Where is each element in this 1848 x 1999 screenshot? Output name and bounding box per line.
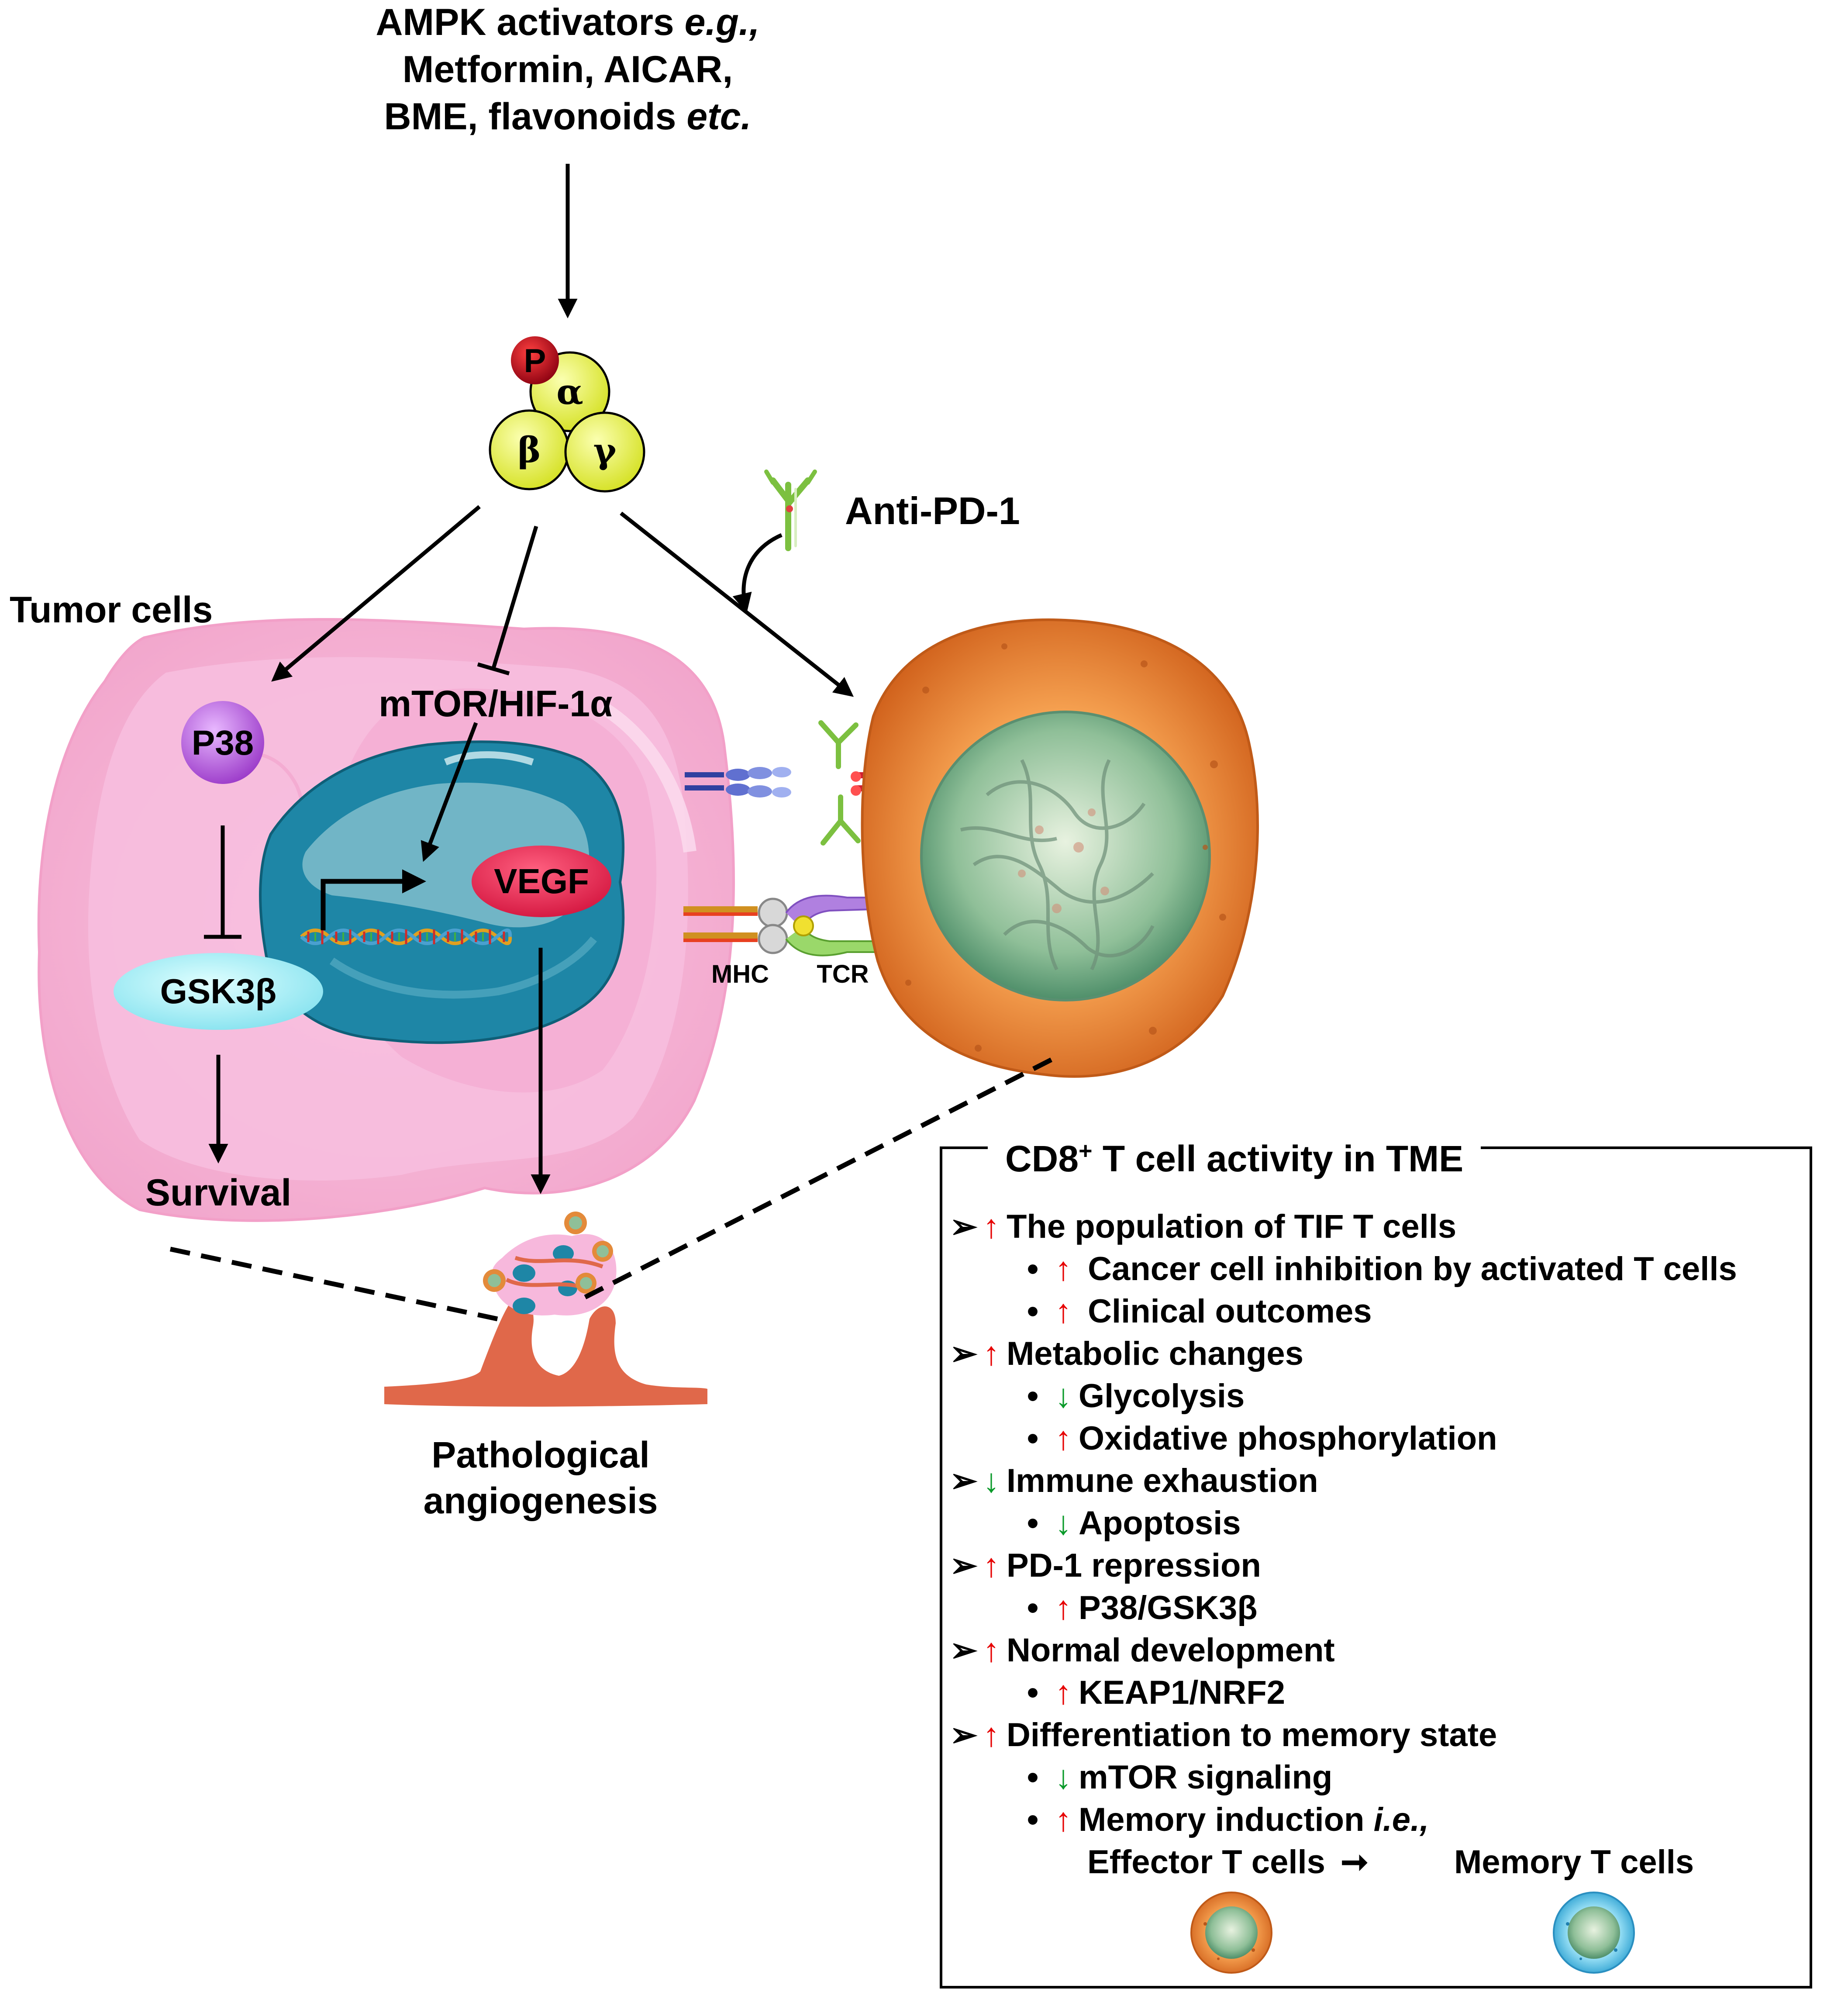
tme-item-3: •↑ Clinical outcomes (1017, 1291, 1372, 1332)
tme-item-5: •↓Glycolysis (1017, 1376, 1245, 1416)
memory-t-cell-icon (1553, 1892, 1635, 1974)
tme-item-10: •↑P38/GSK3β (1017, 1588, 1258, 1628)
mhc-label: MHC (711, 960, 769, 988)
arrow-mtor-to-vegf (421, 722, 478, 862)
alpha-label: α (556, 371, 583, 412)
tme-item-9: ➢↑PD-1 repression (950, 1546, 1261, 1586)
tme-item-13: ➢↑Differentiation to memory state (950, 1715, 1497, 1755)
inhibit-ampk-mtor-line (491, 525, 538, 669)
up-arrow-icon: ↑ (1055, 1801, 1072, 1838)
angiogenesis-line1: Pathological (431, 1434, 649, 1475)
up-arrow-icon: ↑ (983, 1547, 1000, 1584)
up-arrow-icon: ↑ (1055, 1420, 1072, 1457)
tme-item-14: •↓mTOR signaling (1017, 1757, 1333, 1798)
dashed-line-tcell (584, 1055, 1058, 1299)
tme-item-11: ➢↑Normal development (950, 1630, 1335, 1671)
antibody-icon (764, 470, 817, 551)
memory-label: Memory T cells (1454, 1844, 1694, 1881)
up-arrow-icon: ↑ (1055, 1589, 1072, 1626)
transition-arrow-icon: ➞ (1341, 1844, 1369, 1881)
tme-item-2: •↑ Cancer cell inhibition by activated T… (1017, 1249, 1737, 1289)
up-arrow-icon: ↑ (983, 1208, 1000, 1245)
cd8-t-cell (861, 618, 1259, 1078)
tme-item-12: •↑KEAP1/NRF2 (1017, 1673, 1285, 1713)
down-arrow-icon: ↓ (1055, 1759, 1072, 1796)
beta-label: β (517, 429, 541, 470)
tme-item-1: ➢↑The population of TIF T cells (950, 1207, 1456, 1247)
ampk-gamma-subunit (564, 411, 645, 493)
phosphate-p (511, 336, 559, 384)
down-arrow-icon: ↓ (1055, 1505, 1072, 1542)
dashed-line-tumor (169, 1246, 499, 1322)
ampk-complex: P α β γ (489, 336, 645, 493)
mhc-complex (683, 898, 788, 954)
gsk3b-label: GSK3β (160, 972, 277, 1011)
effector-t-cell-icon (1190, 1892, 1272, 1974)
p38-node (181, 701, 264, 784)
activators-line2: Metformin, AICAR, (403, 48, 733, 90)
arrow-ampk-to-p38 (271, 505, 481, 682)
tme-item-8: •↓Apoptosis (1017, 1503, 1241, 1543)
tumor-cells-label: Tumor cells (10, 589, 213, 630)
angiogenesis-icon (384, 1212, 707, 1407)
pdl1-receptor (685, 767, 791, 798)
tcr-label: TCR (817, 960, 869, 988)
mtor-hif-label: mTOR/HIF-1α (379, 683, 612, 724)
up-arrow-icon: ↑ (983, 1335, 1000, 1372)
up-arrow-icon: ↑ (1055, 1674, 1072, 1711)
pd1-blocking-antibodies (818, 720, 861, 846)
vegf-label: VEGF (494, 862, 589, 901)
survival-label: Survival (145, 1172, 292, 1214)
activators-line1: AMPK activators e.g., (376, 1, 759, 43)
tme-item-7: ➢↓Immune exhaustion (950, 1461, 1318, 1501)
anti-pd1-label: Anti-PD-1 (845, 489, 1020, 532)
inhibit-ampk-mtor-bar (477, 662, 510, 676)
transcription-arrow (321, 869, 426, 930)
angiogenesis-line2: angiogenesis (424, 1480, 658, 1521)
effector-label: Effector T cells (1087, 1844, 1325, 1881)
tme-item-4: ➢↑Metabolic changes (950, 1334, 1303, 1374)
up-arrow-icon: ↑ (983, 1716, 1000, 1754)
dna-helix (300, 929, 512, 945)
tme-item-15: •↑Memory induction i.e., (1017, 1800, 1429, 1840)
tme-box-title: CD8+ T cell activity in TME (988, 1129, 1481, 1181)
up-arrow-icon: ↑ (1055, 1250, 1072, 1288)
tme-item-6: •↑Oxidative phosphorylation (1017, 1419, 1497, 1459)
down-arrow-icon: ↓ (1055, 1378, 1072, 1415)
down-arrow-icon: ↓ (983, 1462, 1000, 1499)
p38-label: P38 (192, 723, 254, 762)
gamma-label: γ (593, 430, 617, 471)
up-arrow-icon: ↑ (1055, 1293, 1072, 1330)
phosphate-label: P (524, 342, 546, 380)
up-arrow-icon: ↑ (983, 1632, 1000, 1669)
vegf-node (472, 846, 611, 917)
activators-line3: BME, flavonoids etc. (384, 96, 751, 138)
arrow-antibody-to-tcell (732, 533, 783, 613)
gsk3b-node (114, 953, 323, 1030)
